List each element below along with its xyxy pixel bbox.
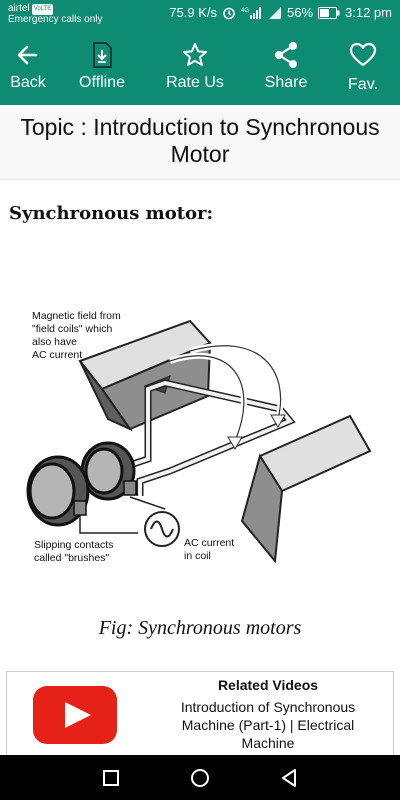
status-right: 75.9 K/s 4G 56% 3:12 pm [169,5,392,21]
nav-back-icon[interactable] [274,763,304,793]
label-magnetic-field-1: Magnetic field from [32,310,121,322]
back-label: Back [10,74,46,91]
signal-4g-icon: 4G [241,6,263,20]
action-toolbar: Back Offline Rate Us Share Fav. [0,27,400,107]
field-magnet-bottom [240,414,372,564]
system-nav-bar [0,755,400,800]
rate-us-button[interactable]: Rate Us [160,27,230,105]
youtube-logo-icon [33,686,117,744]
related-videos-card[interactable]: Related Videos Introduction of Synchrono… [6,671,394,755]
battery-level: 56% [286,5,314,20]
label-magnetic-field-4: AC current [32,349,82,361]
arrow-left-icon [17,45,38,65]
synchronous-motor-figure: Magnetic field from "field coils" which … [26,310,372,564]
signal-icon [268,6,282,20]
svg-text:4G: 4G [241,8,249,14]
recent-apps-icon[interactable] [96,763,126,793]
article-heading: Synchronous motor: [9,203,214,224]
slip-ring-1 [26,455,90,527]
home-icon[interactable] [185,763,215,793]
carrier-name: airtel [8,3,30,14]
rate-us-label: Rate Us [166,74,224,91]
article-content[interactable]: Synchronous motor: [0,181,400,755]
label-ac-current-1: AC current [184,537,234,549]
network-speed: 75.9 K/s [169,5,217,20]
download-document-icon [93,42,112,68]
alarm-icon [222,6,236,20]
wire-2 [129,496,166,510]
topic-title: Topic : Introduction to Synchronous Moto… [0,108,400,180]
slip-ring-2 [80,441,137,501]
label-ac-current-2: in coil [184,550,211,562]
clock: 3:12 pm [345,5,392,20]
wire-1 [79,516,138,534]
related-video-title[interactable]: Introduction of Synchronous Machine (Par… [180,699,356,751]
label-magnetic-field-2: "field coils" which [32,323,113,335]
star-icon [183,43,207,66]
offline-button[interactable]: Offline [72,27,132,105]
label-slipping-contacts-1: Slipping contacts [34,539,113,551]
ac-source-symbol [144,511,180,547]
share-label: Share [264,74,308,91]
back-button[interactable]: Back [2,27,54,105]
battery-icon [318,7,340,19]
figure-caption: Fig: Synchronous motors [98,617,302,639]
share-icon [275,42,297,68]
offline-label: Offline [79,74,125,91]
favourite-label: Fav. [348,76,378,93]
emergency-text: Emergency calls only [8,14,103,25]
label-slipping-contacts-2: called "brushes" [34,552,109,564]
field-magnet-top [78,319,212,432]
related-videos-title: Related Videos [217,677,319,693]
favourite-button[interactable]: Fav. [336,27,390,105]
share-button[interactable]: Share [258,27,314,105]
label-magnetic-field-3: also have [32,336,77,348]
volte-badge: VoLTE [31,4,54,15]
heart-icon [349,42,377,67]
